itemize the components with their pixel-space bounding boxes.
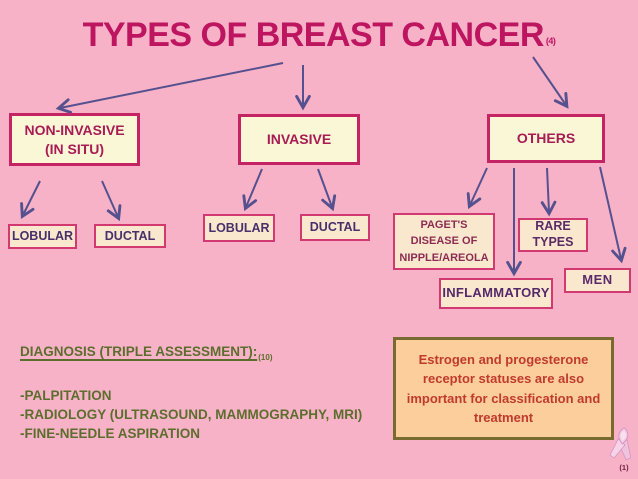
awareness-ribbon-icon — [609, 427, 632, 461]
node-rare-line2: TYPES — [532, 235, 574, 249]
node-noninvasive-lobular-label: LOBULAR — [11, 229, 74, 244]
diagnosis-item-fine-needle: -FINE-NEEDLE ASPIRATION — [20, 425, 201, 441]
node-invasive-lobular-label: LOBULAR — [208, 220, 270, 235]
diagnosis-item-palpitation: -PALPITATION — [20, 387, 112, 403]
arrow-noninvasive-to-ductal — [101, 180, 122, 222]
node-noninvasive-ductal: DUCTAL — [94, 224, 166, 248]
arrow-invasive-to-lobular — [242, 168, 263, 212]
arrow-title-to-others — [532, 56, 569, 109]
node-non-invasive-line1: NON-INVASIVE — [24, 122, 125, 139]
node-rare-types-label: RARE TYPES — [533, 219, 574, 250]
diagnosis-heading: DIAGNOSIS (TRIPLE ASSESSMENT): — [20, 344, 258, 359]
node-pagets-line2: DISEASE OF — [410, 235, 478, 248]
node-invasive-ductal: DUCTAL — [300, 214, 370, 241]
arrow-noninvasive-to-lobular — [20, 180, 41, 220]
node-noninvasive-lobular: LOBULAR — [8, 224, 77, 249]
node-invasive-label: INVASIVE — [266, 131, 332, 148]
node-invasive: INVASIVE — [238, 114, 360, 165]
arrow-others-to-pagets — [466, 167, 488, 210]
node-invasive-ductal-label: DUCTAL — [309, 220, 361, 235]
arrow-others-to-men — [599, 166, 627, 264]
arrow-title-to-noninvasive — [55, 62, 284, 114]
arrow-invasive-to-ductal — [317, 168, 337, 212]
diagnosis-reference-number: (10) — [258, 352, 273, 362]
node-pagets-disease: PAGET'S DISEASE OF NIPPLE/AREOLA — [393, 213, 495, 270]
node-non-invasive-line2: (IN SITU) — [44, 140, 105, 157]
node-rare-line1: RARE — [535, 219, 571, 234]
node-men-label: MEN — [582, 272, 613, 288]
receptor-note-box: Estrogen and progesterone receptor statu… — [393, 337, 614, 440]
node-non-invasive: NON-INVASIVE (IN SITU) — [9, 113, 140, 166]
node-pagets-line3: NIPPLE/AREOLA — [399, 251, 489, 264]
node-rare-types: RARE TYPES — [518, 218, 588, 252]
node-invasive-lobular: LOBULAR — [203, 214, 275, 242]
page-reference-number: (1) — [619, 463, 629, 472]
node-others: OTHERS — [487, 114, 605, 163]
page-title-text: TYPES OF BREAST CANCER — [82, 16, 545, 54]
node-inflammatory-label: INFLAMMATORY — [442, 285, 550, 301]
node-pagets-line1: PAGET'S — [420, 218, 468, 231]
node-others-label: OTHERS — [516, 130, 576, 147]
node-men: MEN — [564, 268, 631, 293]
diagnosis-item-radiology: -RADIOLOGY (ULTRASOUND, MAMMOGRAPHY, MRI… — [20, 406, 363, 422]
node-noninvasive-ductal-label: DUCTAL — [104, 228, 156, 243]
page-title: TYPES OF BREAST CANCER(4) — [0, 16, 638, 55]
title-reference-number: (4) — [545, 36, 556, 46]
diagnosis-list: -PALPITATION -RADIOLOGY (ULTRASOUND, MAM… — [20, 386, 392, 443]
diagnosis-section: DIAGNOSIS (TRIPLE ASSESSMENT):(10) -PALP… — [20, 344, 392, 443]
node-non-invasive-label: NON-INVASIVE (IN SITU) — [24, 121, 124, 157]
arrow-others-to-raretypes — [540, 167, 557, 217]
node-inflammatory: INFLAMMATORY — [439, 278, 553, 309]
receptor-note-text: Estrogen and progesterone receptor statu… — [406, 351, 601, 426]
node-pagets-disease-label: PAGET'S DISEASE OF NIPPLE/AREOLA — [399, 217, 488, 267]
